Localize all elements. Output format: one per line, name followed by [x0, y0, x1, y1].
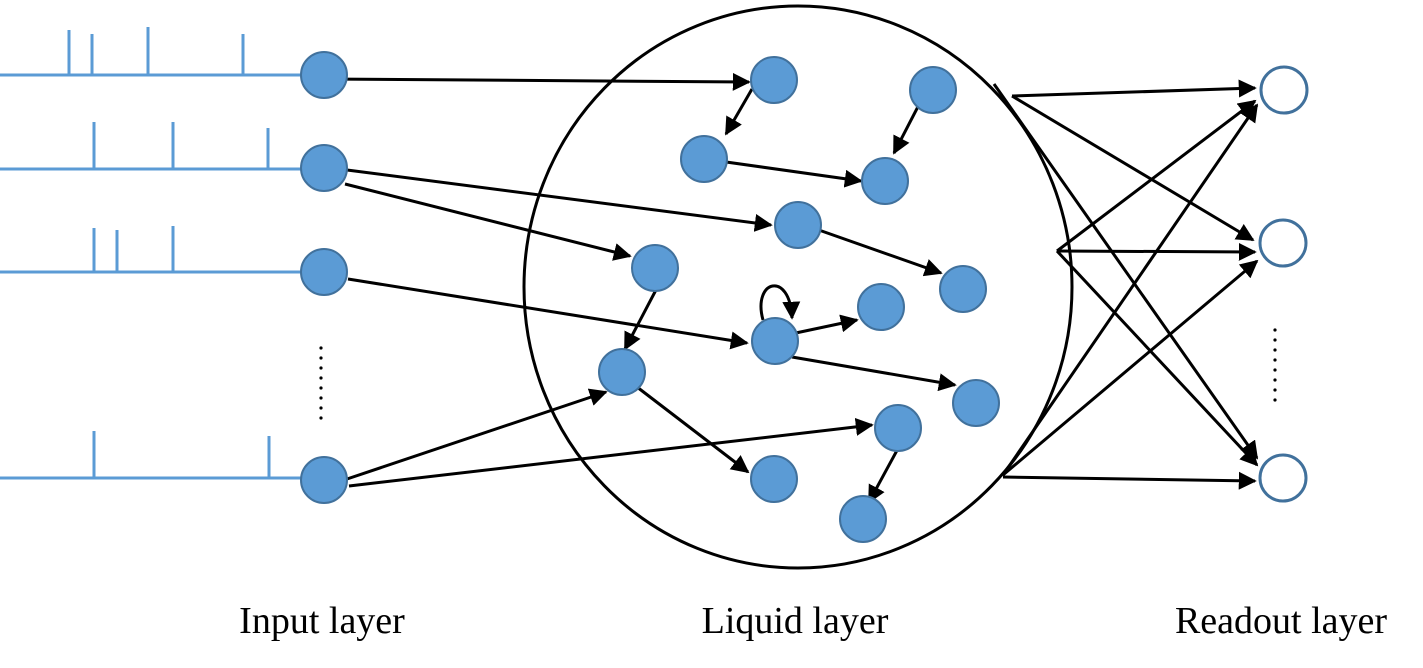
liquid-neuron [631, 244, 679, 292]
ellipsis-dot [319, 346, 323, 350]
ellipsis-dot [1273, 328, 1277, 332]
ellipsis-dot [319, 356, 323, 360]
ellipsis-dot [319, 366, 323, 370]
spike-trains [0, 27, 302, 480]
input-ellipsis [319, 346, 323, 420]
self-loop-arrow [759, 284, 801, 321]
liquid-to-readout-connections [992, 79, 1259, 490]
input-neuron [300, 456, 348, 504]
input-neuron [300, 248, 348, 296]
liquid-neuron [874, 404, 922, 452]
readout-neuron [1258, 218, 1308, 268]
liquid-neuron [751, 317, 799, 365]
ellipsis-dot [1273, 378, 1277, 382]
liquid-neuron [750, 455, 798, 503]
ellipsis-dot [1273, 338, 1277, 342]
connection-arrow [1001, 103, 1259, 476]
connection-arrow [323, 72, 751, 91]
readout-layer-label: Readout layer [1175, 600, 1387, 642]
connection-arrow [344, 182, 632, 261]
connection-arrow [347, 277, 749, 350]
liquid-neuron [839, 495, 887, 543]
input-neurons [300, 51, 348, 504]
ellipsis-dot [319, 386, 323, 390]
input-to-liquid-connections [323, 72, 874, 488]
connection-arrow [1055, 249, 1259, 467]
input-layer-label: Input layer [239, 600, 405, 642]
ellipsis-dot [1273, 388, 1277, 392]
readout-neuron [1259, 65, 1309, 115]
ellipsis-dot [1273, 348, 1277, 352]
connection-arrow [791, 355, 957, 392]
connection-arrow [1011, 94, 1255, 242]
connection-arrow [346, 388, 608, 481]
connection-arrow [724, 88, 754, 136]
ellipsis-dot [319, 416, 323, 420]
liquid-neuron [598, 348, 646, 396]
liquid-neuron [774, 201, 822, 249]
spike-train-1 [0, 27, 302, 77]
connection-arrow [346, 168, 773, 232]
connection-arrow [718, 159, 863, 188]
connection-arrow [636, 385, 750, 474]
connection-arrow [1002, 259, 1259, 477]
liquid-neuron [861, 157, 909, 205]
liquid-neuron [680, 135, 728, 183]
connection-arrow [867, 442, 903, 504]
ellipsis-dot [1273, 368, 1277, 372]
liquid-neuron [857, 283, 905, 331]
liquid-neurons [598, 56, 1000, 543]
input-neuron [300, 51, 348, 99]
ellipsis-dot [1273, 398, 1277, 402]
connection-arrow [1002, 471, 1257, 490]
liquid-neuron [952, 379, 1000, 427]
input-neuron [300, 144, 348, 192]
liquid-neuron [939, 265, 987, 313]
connection-arrow [1056, 99, 1257, 253]
ellipsis-dot [319, 396, 323, 400]
connection-arrow [790, 314, 859, 336]
readout-ellipsis [1273, 328, 1277, 402]
liquid-layer-label: Liquid layer [702, 600, 889, 642]
connection-arrow [348, 417, 874, 488]
liquid-reservoir-circle [522, 4, 1074, 570]
connection-arrow [992, 83, 1259, 460]
connection-arrow [1011, 79, 1257, 98]
ellipsis-dot [1273, 358, 1277, 362]
liquid-neuron [750, 56, 798, 104]
ellipsis-dot [319, 406, 323, 410]
connection-arrow [623, 287, 659, 351]
ellipsis-dot [319, 376, 323, 380]
liquid-neuron [909, 66, 957, 114]
spike-train-2 [0, 122, 302, 171]
connection-arrow [815, 227, 943, 277]
readout-neuron [1258, 453, 1308, 503]
spike-train-n [0, 431, 302, 480]
readout-neurons [1258, 65, 1309, 503]
spike-train-3 [0, 226, 302, 274]
